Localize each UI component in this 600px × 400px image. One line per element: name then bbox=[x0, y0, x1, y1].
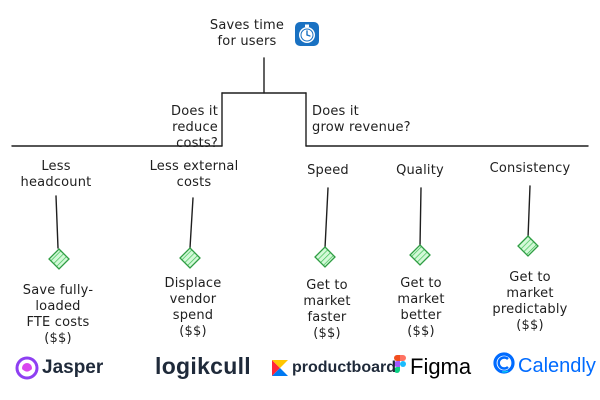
figma-logo-icon bbox=[394, 355, 406, 373]
category-consistency: Consistency bbox=[489, 161, 571, 176]
calendly-logo-text: Calendly bbox=[518, 354, 596, 377]
category-less-external-costs: Less external costs bbox=[149, 159, 239, 190]
diamond-marker-4 bbox=[409, 244, 431, 266]
category-speed: Speed bbox=[307, 163, 349, 178]
stopwatch-icon bbox=[295, 22, 319, 46]
productboard-logo-icon bbox=[272, 360, 288, 376]
outcome-displace-vendor-spend: Displace vendor spend ($$) bbox=[164, 276, 222, 339]
figma-logo: Figma bbox=[410, 353, 471, 381]
logikcull-logo: logikcull bbox=[155, 352, 251, 380]
logikcull-logo-text: logikcull bbox=[155, 352, 251, 379]
stem-line-2 bbox=[189, 197, 194, 249]
productboard-logo: productboard bbox=[292, 357, 396, 379]
jasper-logo-icon bbox=[15, 356, 39, 380]
diamond-marker-1 bbox=[48, 248, 70, 270]
stem-line-4 bbox=[419, 187, 422, 247]
diamond-marker-3 bbox=[314, 246, 336, 268]
calendly-logo: Calendly bbox=[518, 353, 596, 379]
diamond-marker-2 bbox=[179, 247, 201, 269]
root-label: Saves time for users bbox=[209, 18, 285, 49]
outcome-get-to-market-predictably: Get to market predictably ($$) bbox=[492, 270, 568, 333]
productboard-logo-text: productboard bbox=[292, 359, 396, 376]
stem-line-1 bbox=[55, 195, 59, 249]
calendly-logo-icon bbox=[493, 352, 515, 374]
category-less-headcount: Less headcount bbox=[20, 159, 92, 190]
stem-line-5 bbox=[527, 185, 531, 239]
stem-line-3 bbox=[324, 187, 329, 249]
jasper-logo: Jasper bbox=[42, 356, 103, 380]
figma-logo-text: Figma bbox=[410, 354, 472, 379]
question-grow-revenue: Does it grow revenue? bbox=[312, 104, 411, 135]
outcome-get-to-market-faster: Get to market faster ($$) bbox=[303, 278, 351, 341]
category-quality: Quality bbox=[396, 163, 444, 178]
diamond-marker-5 bbox=[517, 235, 539, 257]
jasper-logo-text: Jasper bbox=[42, 357, 104, 378]
outcome-get-to-market-better: Get to market better ($$) bbox=[397, 276, 445, 339]
outcome-save-fte-costs: Save fully- loaded FTE costs ($$) bbox=[22, 283, 94, 346]
question-reduce-costs: Does it reduce costs? bbox=[171, 104, 218, 151]
